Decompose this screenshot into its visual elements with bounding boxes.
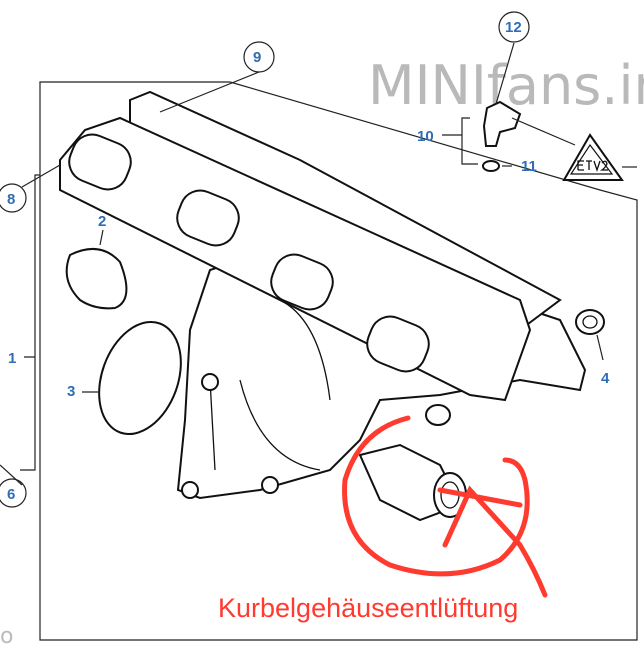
red-annotation-marks <box>342 415 548 598</box>
callout-6: 6 <box>7 486 15 503</box>
callout-3: 3 <box>67 383 75 400</box>
callout-12: 12 <box>505 19 522 36</box>
callout-1: 1 <box>8 350 16 367</box>
callout-10: 10 <box>417 128 434 145</box>
callout-2: 2 <box>98 213 106 230</box>
gasket-2 <box>65 247 128 310</box>
callout-circle-6 <box>0 478 27 508</box>
callout-11: 11 <box>521 158 537 175</box>
callout-circle-8 <box>0 183 27 213</box>
callout-4: 4 <box>601 370 610 387</box>
warning-label-icon <box>562 133 624 181</box>
plug-4 <box>575 309 605 335</box>
gasket-3 <box>98 320 182 436</box>
callout-9: 9 <box>253 49 261 66</box>
crankcase-breather <box>358 404 467 522</box>
leader-lines <box>0 42 637 486</box>
annotation-label: Kurbelgehäuseentlüftung <box>218 593 518 623</box>
sensor-10 <box>482 100 522 172</box>
watermark-fragment: o <box>0 624 13 649</box>
callout-circle-12 <box>498 11 530 43</box>
callout-8: 8 <box>7 191 15 208</box>
intake-manifold <box>59 90 587 522</box>
diagram-frame <box>39 81 638 641</box>
callout-circle-9 <box>243 41 275 73</box>
intake-ports <box>68 133 430 373</box>
